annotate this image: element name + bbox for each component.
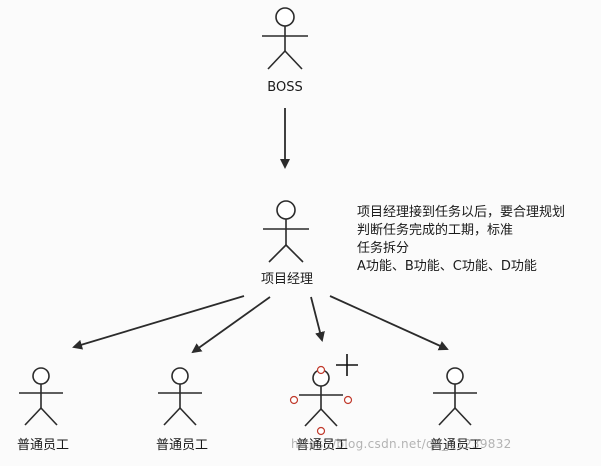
watermark: https://blog.csdn.net/qq_41239832 [291,437,512,451]
note-line: A功能、B功能、C功能、D功能 [357,259,537,274]
handle-right[interactable] [343,395,353,405]
employee3-actor[interactable] [299,369,343,427]
cursor-plus-icon [336,354,358,376]
manager-label: 项目经理 [260,272,314,287]
employee1-label: 普通员工 [16,438,70,453]
handle-top[interactable] [316,365,326,375]
arrow-manager-to-employee2[interactable] [191,296,271,354]
employee3-label: 普通员工 [295,438,349,453]
arrow-manager-to-employee1[interactable] [72,295,245,350]
selection-handles[interactable] [289,365,353,436]
note-line: 判断任务完成的工期，标准 [357,223,514,238]
manager-note: 项目经理接到任务以后，要合理规划 判断任务完成的工期，标准 任务拆分 A功能、B… [357,204,565,276]
manager-actor[interactable] [263,200,309,263]
boss-actor[interactable] [262,7,308,70]
arrow-manager-to-employee3[interactable] [310,296,325,342]
note-line: 项目经理接到任务以后，要合理规划 [357,205,566,220]
boss-label: BOSS [267,80,303,95]
note-line: 任务拆分 [357,241,410,256]
employee1-actor[interactable] [19,367,63,426]
employee2-label: 普通员工 [155,438,209,453]
employee2-actor[interactable] [158,367,202,426]
handle-bottom[interactable] [316,426,326,436]
employee4-label: 普通员工 [429,438,483,453]
employee4-actor[interactable] [433,367,477,426]
handle-left[interactable] [289,395,299,405]
arrow-manager-to-employee4[interactable] [329,295,449,351]
